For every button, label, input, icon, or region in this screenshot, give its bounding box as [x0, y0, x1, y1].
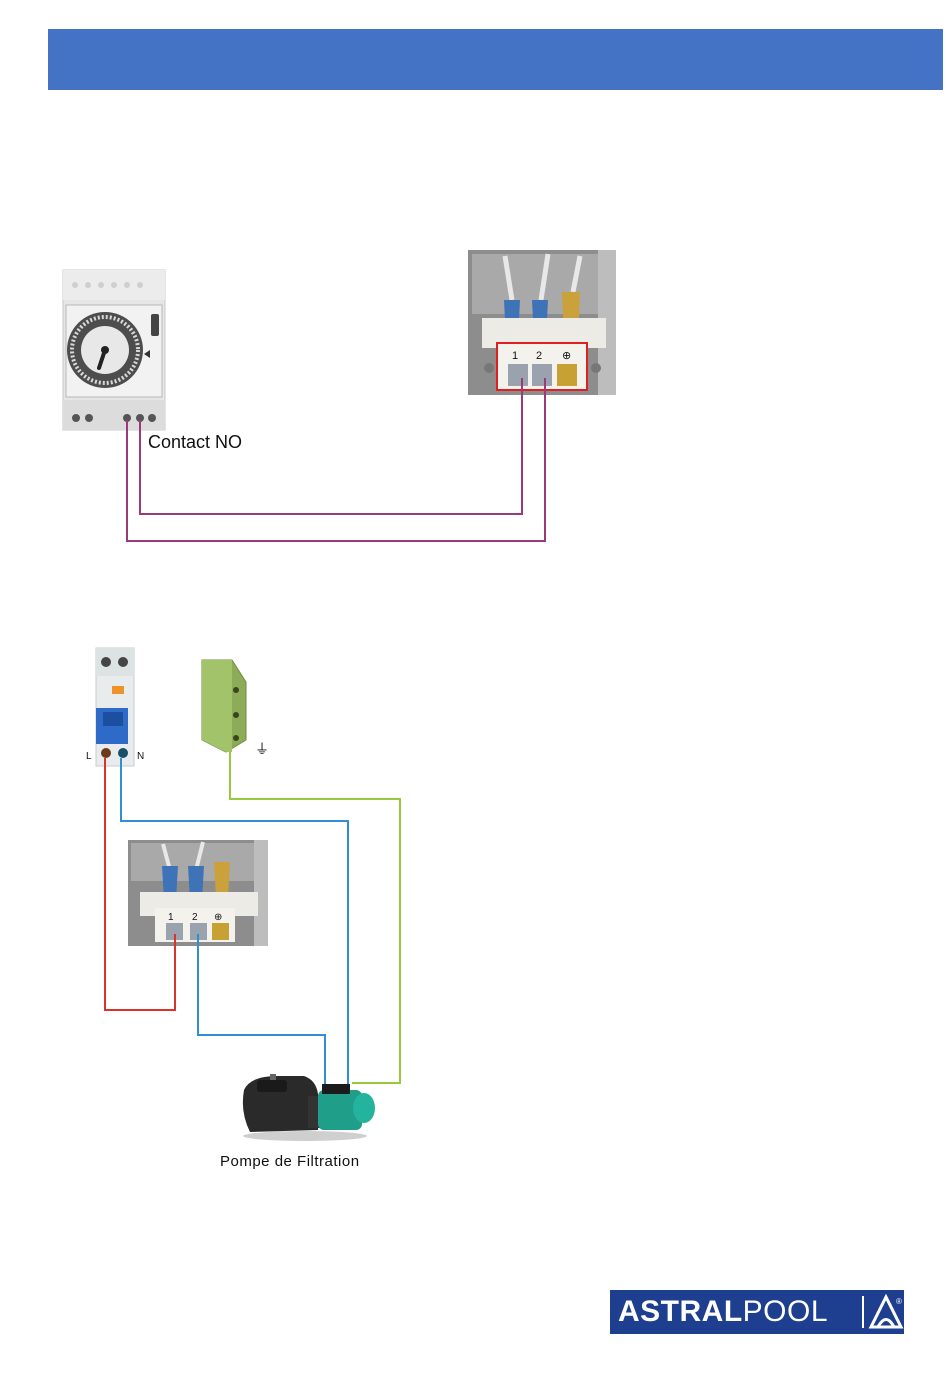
- timer-switch: [63, 270, 165, 430]
- timer-wires: [127, 378, 545, 541]
- astralpool-mark-icon: ®: [868, 1294, 904, 1330]
- terminal-block-photo-1: 1 2 ⊕: [468, 250, 616, 395]
- filtration-pump: [243, 1074, 375, 1141]
- breaker-l-label: L: [86, 751, 92, 762]
- logo-text-light: POOL: [743, 1295, 828, 1328]
- registered-mark: ®: [896, 1297, 902, 1306]
- logo-text: ASTRALPOOL: [610, 1290, 828, 1334]
- contact-no-label: Contact NO: [148, 432, 242, 452]
- terminal-1-label-2: 1: [168, 912, 174, 923]
- earth-symbol: ⏚: [255, 741, 269, 757]
- timer-override-switch: [151, 314, 159, 336]
- terminal-1-label: 1: [512, 350, 518, 362]
- terminal-2-label-2: 2: [192, 912, 198, 923]
- circuit-breaker: [96, 648, 134, 766]
- terminal-2-label: 2: [536, 350, 542, 362]
- logo-text-bold: ASTRAL: [618, 1295, 743, 1328]
- neutral-wire-2: [198, 934, 325, 1092]
- terminal-earth-label: ⊕: [562, 350, 571, 362]
- terminal-block-photo-2: 1 2 ⊕: [128, 840, 268, 946]
- earth-terminal-block: [202, 660, 246, 752]
- astralpool-logo: ASTRALPOOL ®: [610, 1290, 904, 1334]
- logo-divider: [862, 1296, 864, 1328]
- pump-label: Pompe de Filtration: [220, 1153, 360, 1170]
- breaker-n-label: N: [137, 751, 144, 762]
- terminal-earth-label-2: ⊕: [214, 912, 222, 923]
